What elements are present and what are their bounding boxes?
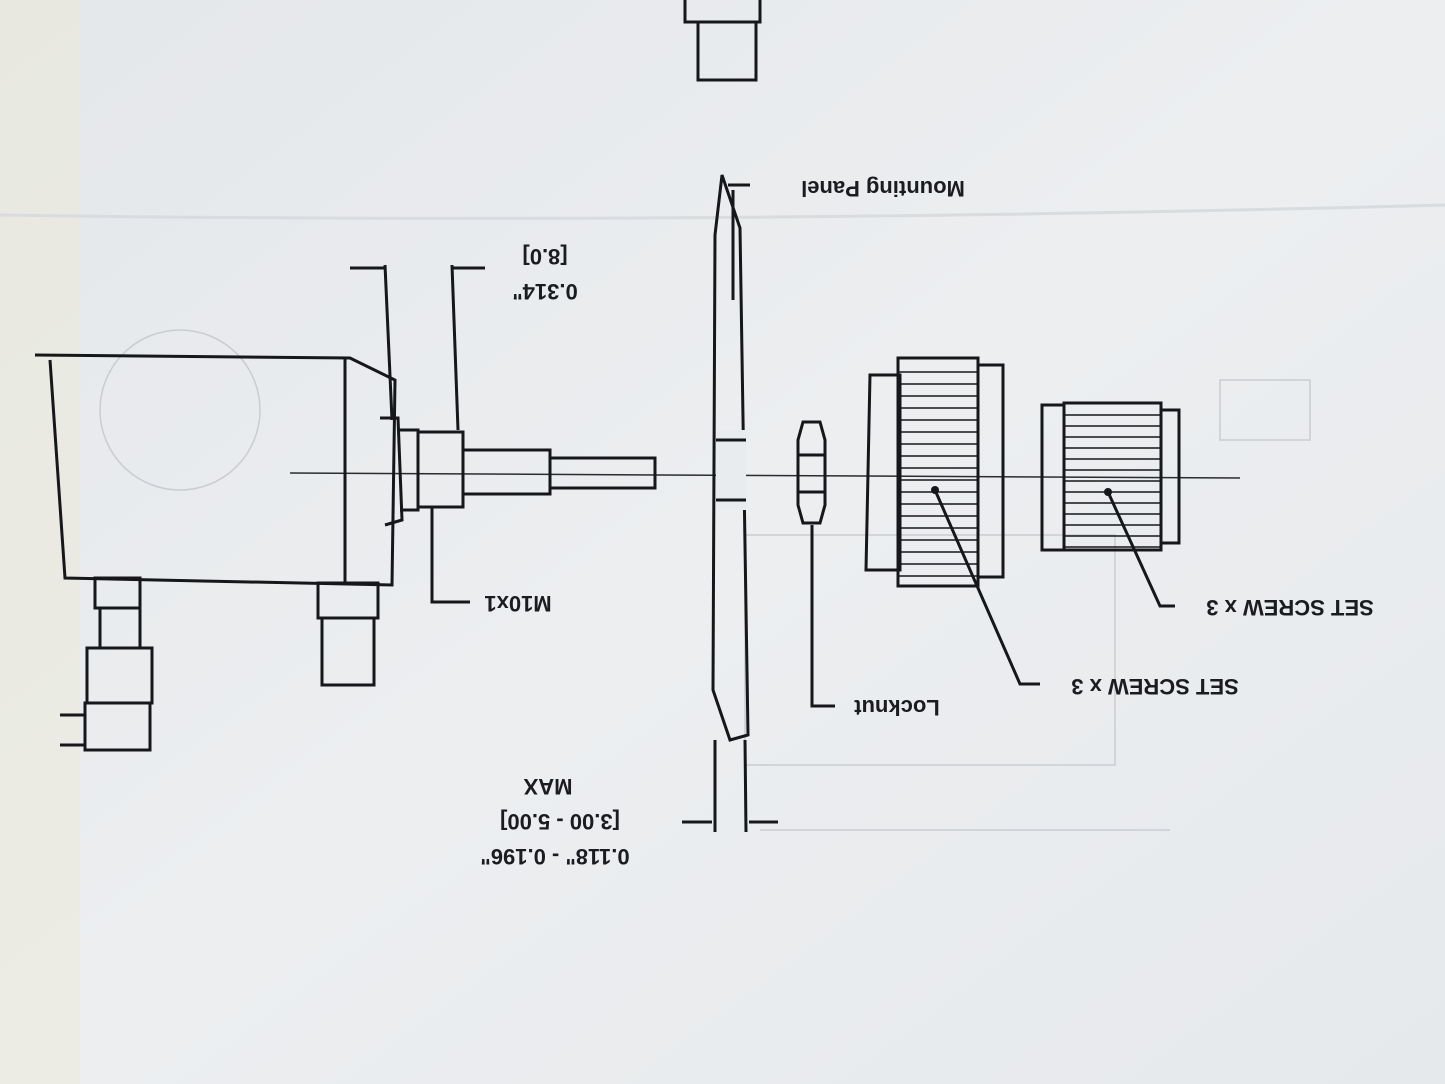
set-screw-label-2: SET SCREW x 3: [1206, 595, 1373, 620]
centerline: [289, 472, 1241, 479]
threaded-stem: [416, 430, 657, 509]
panel-thickness-mm: [3.00 - 5.00]: [500, 809, 620, 834]
set-screw-label-1: SET SCREW x 3: [1071, 674, 1238, 699]
set-screw-leader-1: [933, 489, 1040, 686]
thread-label: M10x1: [484, 591, 551, 616]
panel-thickness-note: MAX: [523, 774, 572, 799]
thread-offset-mm: [8.0]: [522, 244, 567, 269]
top-fitting: [683, 0, 762, 82]
mounting-panel-label: Mounting Panel: [801, 176, 965, 201]
show-through-drawing: [99, 329, 1311, 831]
locknut: [796, 420, 827, 525]
thread-offset-inch: 0.314": [512, 279, 577, 304]
paper-shading: [0, 0, 80, 1084]
mounting-panel: [711, 174, 750, 742]
right-bottom-fitting: [316, 581, 380, 687]
paper-fold: [0, 203, 1445, 220]
thread-leader-line: [430, 507, 470, 604]
knob-small: [1040, 401, 1181, 552]
thread-offset-dimension: [350, 264, 485, 431]
locknut-label: Locknut: [854, 695, 940, 720]
locknut-leader-line: [810, 525, 835, 708]
panel-thickness-inch: 0.118" - 0.196": [480, 844, 629, 869]
left-bottom-fitting: [60, 576, 154, 752]
set-screw-leader-2: [1106, 491, 1175, 608]
panel-thickness-dimension: [682, 739, 778, 833]
